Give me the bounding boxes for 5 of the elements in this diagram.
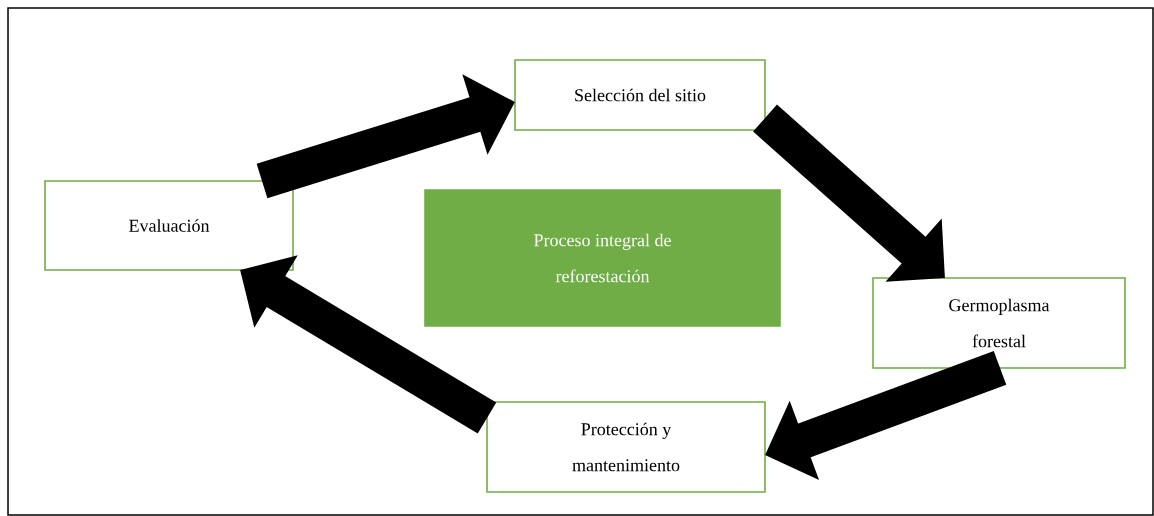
process-box: Germoplasma forestal: [872, 277, 1126, 369]
process-box: Protección y mantenimiento: [486, 401, 766, 493]
process-box: Proceso integral de reforestación: [424, 189, 781, 327]
process-box: Selección del sitio: [514, 59, 766, 131]
process-box: Evaluación: [44, 180, 294, 271]
